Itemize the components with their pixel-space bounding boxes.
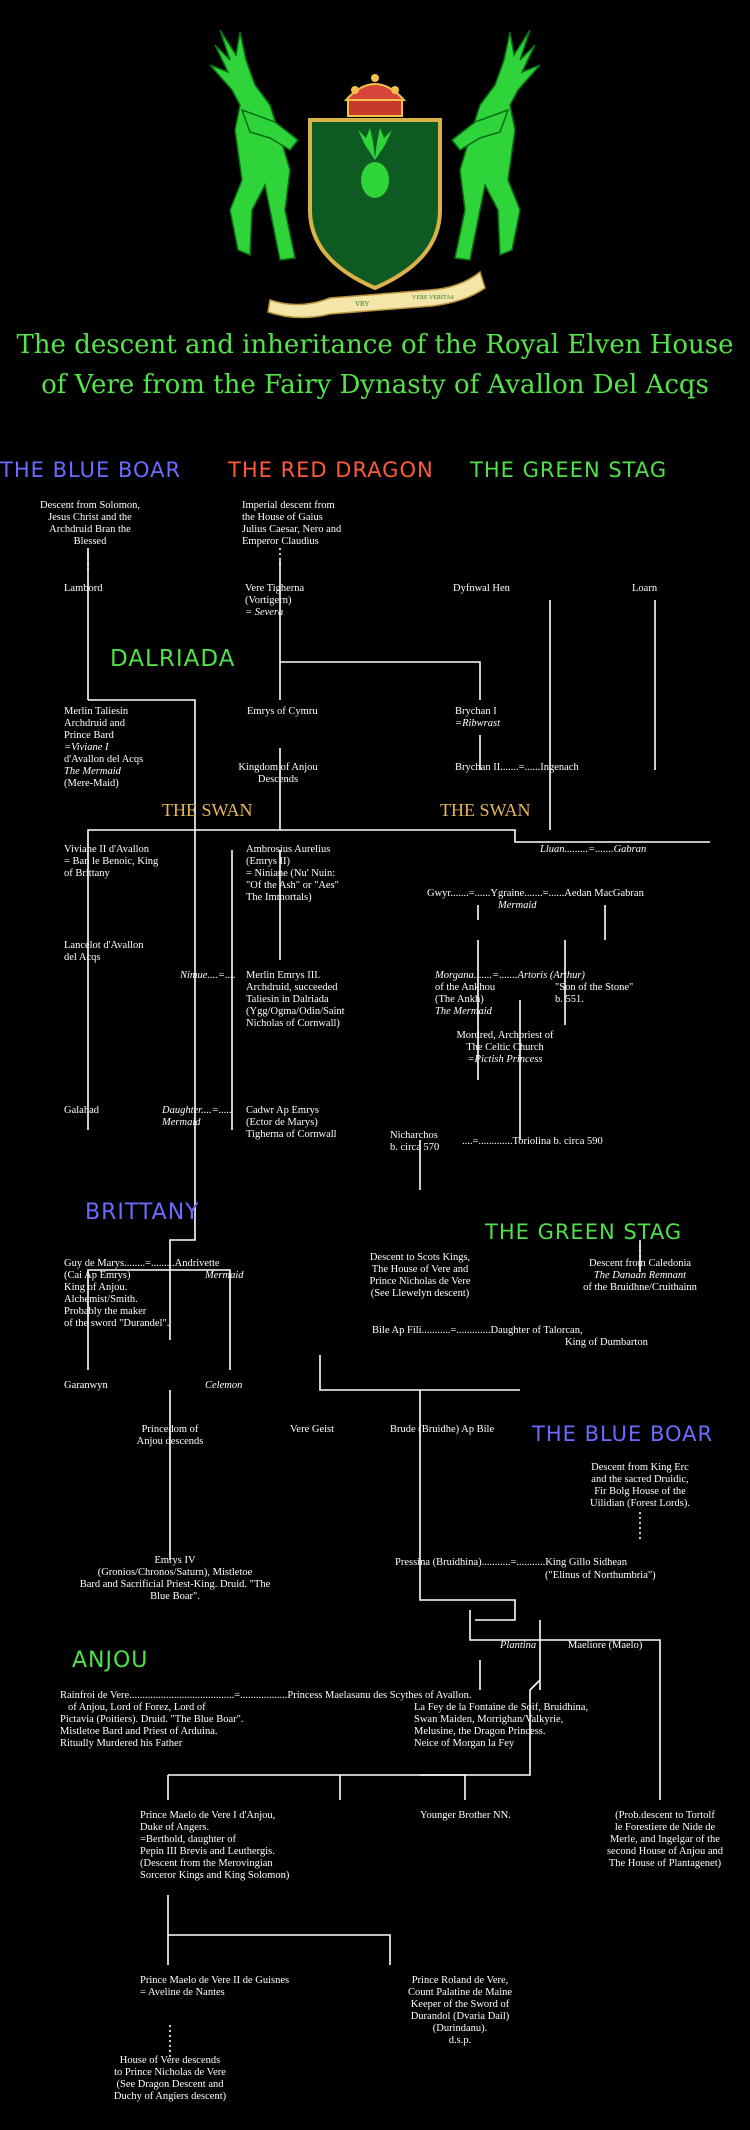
header-red-dragon: THE RED DRAGON xyxy=(228,458,434,482)
node-brychan1: Brychan I=Ribwrast xyxy=(455,706,501,729)
node-lluan: Lluan.........=.......Gabran xyxy=(540,844,647,855)
node-daughter: Daughter....=.....Mermaid xyxy=(162,1105,232,1128)
node-emrys-cymru: Emrys of Cymru xyxy=(247,706,318,717)
header-green-stag: THE GREEN STAG xyxy=(470,458,668,482)
node-viviane2: Viviane II d'Avallon= Ban le Benoic, Kin… xyxy=(64,844,159,879)
node-roland: Prince Roland de Vere,Count Palatine de … xyxy=(407,1975,513,2046)
node-cadwr: Cadwr Ap Emrys(Ector de Marys)Tigherna o… xyxy=(246,1105,337,1140)
node-toriolina: ....=.............Toriolina b. circa 590 xyxy=(462,1136,603,1147)
header-swan-left: THE SWAN xyxy=(162,800,253,820)
header-brittany: BRITTANY xyxy=(85,1200,200,1225)
page-title-line1: The descent and inheritance of the Royal… xyxy=(16,330,734,360)
node-scots: Descent to Scots Kings,The House of Vere… xyxy=(369,1252,471,1299)
crown-icon xyxy=(343,74,407,117)
node-younger: Younger Brother NN. xyxy=(420,1810,511,1821)
motto-right: VERE VERITAS xyxy=(412,295,454,301)
node-dyfnwal: Dyfnwal Hen xyxy=(453,583,510,594)
node-loarn: Loarn xyxy=(632,583,658,594)
header-green-stag-2: THE GREEN STAG xyxy=(485,1220,683,1244)
crest: VRY VERE VERITAS xyxy=(180,10,570,320)
node-guy: Guy de Marys........=.........Andrivette… xyxy=(64,1258,220,1329)
node-artoris: "Son of the Stone"b. 551. xyxy=(555,982,634,1005)
node-andrivette-mermaid: Mermaid xyxy=(205,1270,244,1281)
node-maelasanu: La Fey de la Fontaine de Soif, Bruidhina… xyxy=(414,1702,589,1749)
node-maelo1: Prince Maelo de Vere I d'Anjou,Duke of A… xyxy=(140,1810,290,1881)
node-nimue: Nimue....=.... xyxy=(180,970,236,981)
motto-left: VRY xyxy=(355,300,369,308)
node-celemon: Celemon xyxy=(205,1380,243,1391)
page-title-line2: of Vere from the Fairy Dynasty of Avallo… xyxy=(41,370,709,400)
header-blue-boar: THE BLUE BOAR xyxy=(0,458,182,482)
node-galahad: Galahad xyxy=(64,1105,99,1116)
node-garanwyn: Garanwyn xyxy=(64,1380,108,1391)
crest-graphic: VRY VERE VERITAS xyxy=(209,29,541,319)
node-emrys4: Emrys IV(Gronios/Chronos/Saturn), Mistle… xyxy=(79,1555,271,1602)
node-bile-2: King of Dumbarton xyxy=(565,1337,648,1348)
node-pressina: Pressina (Bruidhina)...........=........… xyxy=(395,1557,627,1568)
header-dalriada: DALRIADA xyxy=(110,646,236,672)
node-gwyr-mermaid: Mermaid xyxy=(498,900,537,911)
node-vere-geist: Vere Geist xyxy=(290,1424,335,1435)
header-anjou: ANJOU xyxy=(72,1648,149,1673)
node-bile: Bile Ap Fili...........=.............Dau… xyxy=(372,1325,583,1336)
node-vere-tigherna: Vere Tigherna(Vortigern)= Severa xyxy=(245,583,305,618)
left-stag-icon xyxy=(209,29,300,261)
shield-icon xyxy=(308,118,442,291)
header-swan-right: THE SWAN xyxy=(440,800,531,820)
node-plantina: Plantina xyxy=(500,1640,537,1651)
node-elinus: ("Elinus of Northumbria") xyxy=(545,1570,656,1581)
node-solomon: Descent from Solomon,Jesus Christ and th… xyxy=(39,500,141,547)
header-blue-boar-2: THE BLUE BOAR xyxy=(532,1422,714,1446)
node-rainfroi: Rainfroi de Vere........................… xyxy=(60,1690,472,1749)
node-maelo2: Prince Maelo de Vere II de Guisnes= Avel… xyxy=(140,1975,290,1998)
node-brude: Brude (Bruidhe) Ap Bile xyxy=(390,1424,495,1435)
node-lambord: Lambord xyxy=(64,583,103,594)
right-stag-icon xyxy=(450,29,541,261)
node-morgana: Morgana.......=.......Artoris (Arthur)of… xyxy=(435,970,585,1017)
node-gwyr: Gwyr.......=......Ygraine.......=......A… xyxy=(427,888,644,899)
motto-scroll xyxy=(267,270,486,319)
node-brychan2: Brychan II.......=......Ingenach xyxy=(455,762,579,773)
node-ambrosius: Ambrosius Aurelius(Emrys II)= Niniane (N… xyxy=(246,844,339,903)
node-maeliore: Maeliore (Maelo) xyxy=(568,1640,643,1651)
shield-stag-icon xyxy=(358,128,392,198)
